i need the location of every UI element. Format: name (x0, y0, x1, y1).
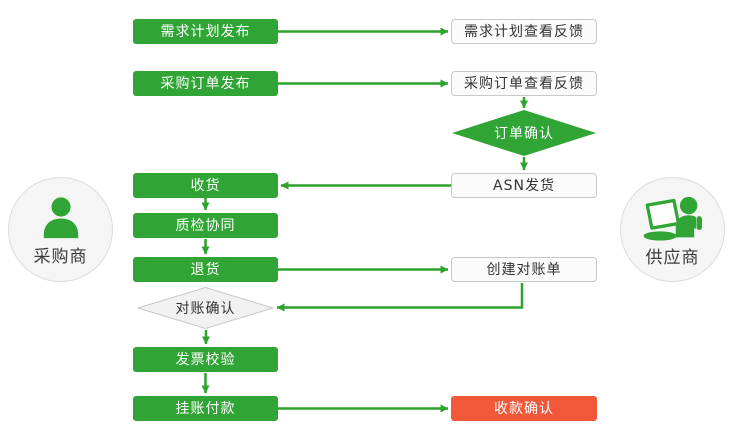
diamond-shape (452, 110, 596, 156)
node-label: 订单确认 (494, 126, 554, 142)
node-order-confirm: 订单确认 (452, 110, 596, 156)
connector-statement-to-confirm (276, 283, 524, 312)
actor-buyer-label: 采购商 (33, 247, 88, 267)
actor-supplier: 供应商 (620, 177, 725, 282)
person-laptop-icon (643, 196, 702, 241)
diamond-shape (137, 287, 274, 329)
node-receive-goods: 收货 (133, 173, 278, 198)
person-icon (43, 197, 78, 239)
node-asn-ship: ASN发货 (451, 173, 597, 198)
node-return-goods: 退货 (133, 257, 278, 282)
node-create-statement: 创建对账单 (451, 257, 597, 282)
node-label: 对账确认 (175, 301, 236, 317)
actor-buyer: 采购商 (8, 177, 113, 282)
node-po-publish: 采购订单发布 (133, 71, 278, 96)
node-payment-confirm: 收款确认 (451, 396, 597, 421)
node-demand-plan-publish: 需求计划发布 (133, 19, 278, 44)
node-demand-plan-feedback: 需求计划查看反馈 (451, 19, 597, 44)
node-pay-on-account: 挂账付款 (133, 396, 278, 421)
node-statement-confirm: 对账确认 (137, 287, 274, 329)
node-po-feedback: 采购订单查看反馈 (451, 71, 597, 96)
actor-supplier-label: 供应商 (645, 248, 700, 268)
node-quality-collab: 质检协同 (133, 213, 278, 238)
node-invoice-verify: 发票校验 (133, 347, 278, 372)
